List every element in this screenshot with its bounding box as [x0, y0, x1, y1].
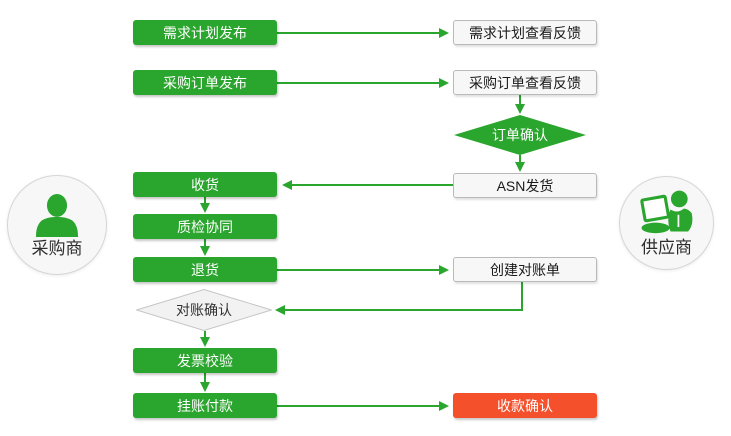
node-demand-plan-feedback: 需求计划查看反馈 [453, 20, 597, 45]
actor-supplier: 供应商 [619, 176, 714, 270]
node-quality-collab: 质检协同 [133, 214, 277, 239]
person-icon [35, 193, 79, 237]
statement-confirm-diamond-shape [136, 289, 272, 331]
node-statement-confirm: 对账确认 [136, 289, 272, 331]
node-book-payment: 挂账付款 [133, 393, 277, 418]
node-po-publish: 采购订单发布 [133, 70, 277, 95]
node-payment-confirm: 收款确认 [453, 393, 597, 418]
node-order-confirm: 订单确认 [454, 115, 586, 155]
actor-buyer-label: 采购商 [31, 239, 83, 258]
edge-statement-to-confirm [275, 282, 523, 315]
node-order-confirm-label: 订单确认 [492, 127, 548, 143]
node-invoice-verify: 发票校验 [133, 348, 277, 373]
node-demand-plan-publish: 需求计划发布 [133, 20, 277, 45]
actor-supplier-label: 供应商 [641, 238, 692, 257]
node-create-statement: 创建对账单 [453, 257, 597, 282]
node-asn-ship: ASN发货 [453, 173, 597, 198]
node-receive: 收货 [133, 172, 277, 197]
node-return-goods: 退货 [133, 257, 277, 282]
order-confirm-diamond-shape [454, 115, 586, 155]
node-po-feedback: 采购订单查看反馈 [453, 70, 597, 95]
node-statement-confirm-label: 对账确认 [176, 302, 232, 318]
person-laptop-icon [639, 190, 692, 234]
actor-buyer: 采购商 [7, 175, 107, 275]
